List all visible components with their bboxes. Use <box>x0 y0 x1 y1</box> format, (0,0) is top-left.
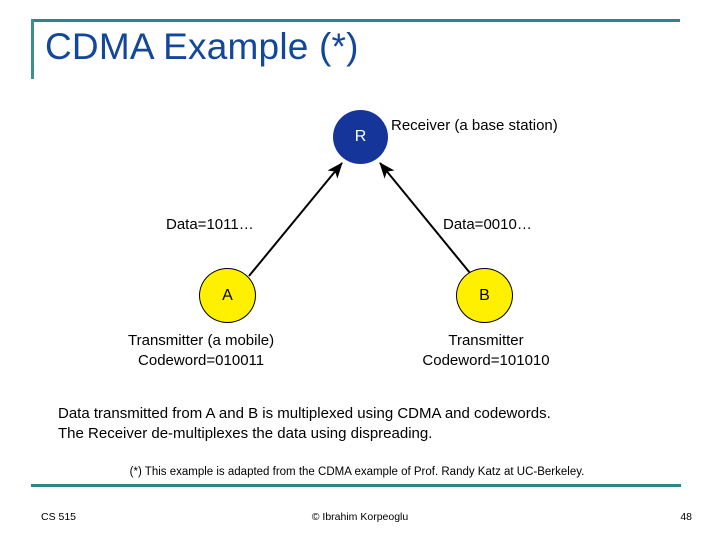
footer-course: CS 515 <box>41 511 77 523</box>
transmitter-a-caption-line2: Codeword=010011 <box>138 351 265 369</box>
footer-rule <box>31 484 681 487</box>
receiver-caption: Receiver (a base station) <box>391 117 558 134</box>
node-transmitter-b: B <box>456 268 513 323</box>
transmitter-a-caption-line1: Transmitter (a mobile) <box>128 332 275 349</box>
page-title: CDMA Example (*) <box>45 26 359 67</box>
title-rule-top <box>31 19 680 22</box>
data-label-b: Data=0010… <box>443 216 532 233</box>
data-label-a: Data=1011… <box>166 216 254 233</box>
arrow-a-to-r <box>248 162 343 277</box>
title-rule-left <box>31 19 34 79</box>
transmitter-a-caption: Transmitter (a mobile) Codeword=010011 <box>128 331 274 371</box>
node-transmitter-a: A <box>199 268 256 323</box>
transmitter-b-caption-line2: Codeword=101010 <box>422 351 550 369</box>
node-transmitter-a-label: A <box>222 286 233 304</box>
body-paragraph: Data transmitted from A and B is multipl… <box>58 404 551 445</box>
node-receiver-r: R <box>333 110 388 164</box>
body-line-1: Data transmitted from A and B is multipl… <box>58 405 551 422</box>
body-line-2: The Receiver de-multiplexes the data usi… <box>58 425 433 443</box>
footer-page-number: 48 <box>680 511 692 523</box>
transmitter-b-caption: Transmitter Codeword=101010 <box>404 331 568 371</box>
node-transmitter-b-label: B <box>479 286 490 304</box>
transmitter-b-caption-line1: Transmitter <box>448 332 524 349</box>
node-receiver-label: R <box>354 128 367 145</box>
footnote-text: (*) This example is adapted from the CDM… <box>129 466 585 478</box>
footer-copyright: © Ibrahim Korpeoglu <box>311 511 409 523</box>
